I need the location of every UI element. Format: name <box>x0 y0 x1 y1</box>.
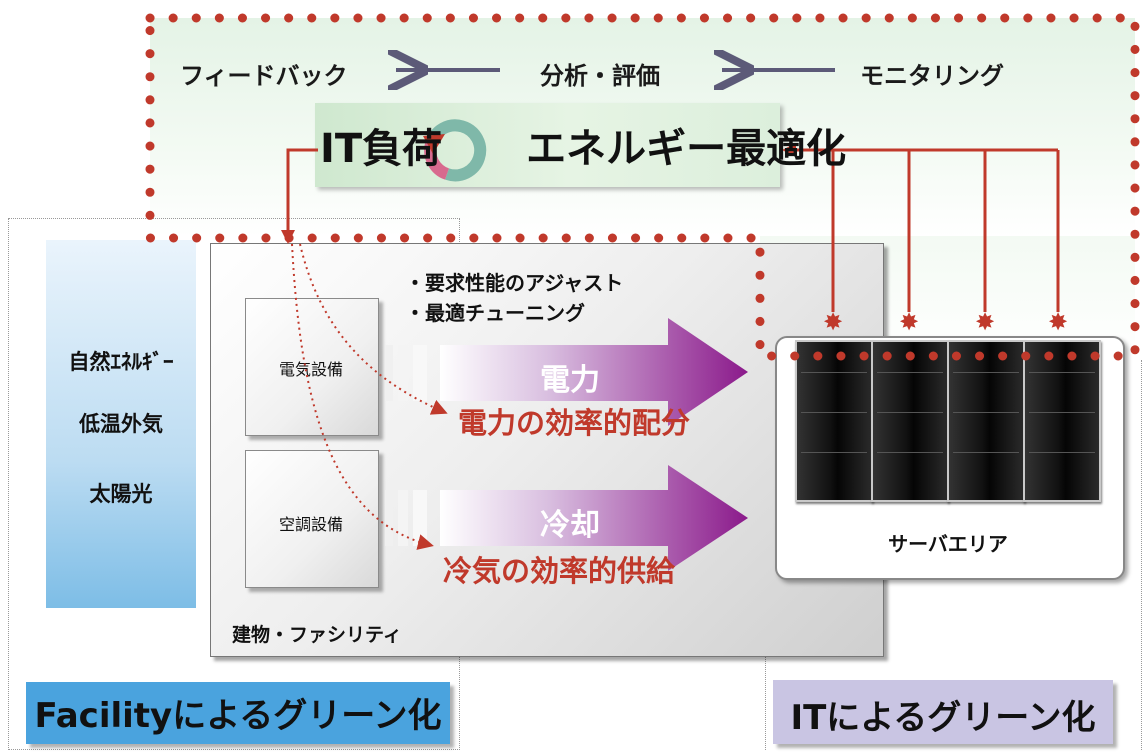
feedback-label: フィードバック <box>180 62 348 90</box>
building-label: 建物・ファシリティ <box>232 624 402 646</box>
sensor-icon: ✸ <box>898 308 920 336</box>
natural-energy-label: 自然ｴﾈﾙｷﾞｰ <box>68 350 174 374</box>
server-rack <box>947 340 1025 502</box>
server-rack <box>795 340 873 502</box>
bus-arrowhead <box>782 143 796 157</box>
cooling-flow-arrow <box>385 465 748 571</box>
adjustment-list: ・要求性能のアジャスト ・最適チューニング <box>405 268 623 328</box>
server-rack <box>1023 340 1101 502</box>
adjust-performance-item: ・要求性能のアジャスト <box>405 271 624 295</box>
optimization-title: IT負荷 エネルギー最適化 <box>320 116 846 174</box>
natural-energy-panel <box>46 240 196 608</box>
monitoring-label: モニタリング <box>860 62 1004 90</box>
sensor-icon: ✸ <box>974 308 996 336</box>
sensor-icon: ✸ <box>1047 308 1069 336</box>
cooling-equipment-label: 空調設備 <box>278 515 343 534</box>
electric-equipment-box <box>245 298 379 436</box>
it-green-label: ITによるグリーン化 <box>790 698 1096 738</box>
power-control-curve <box>299 243 448 415</box>
cycle-arrows-icon <box>423 119 487 182</box>
it-green-banner <box>773 680 1113 744</box>
optimal-tuning-item: ・最適チューニング <box>405 301 585 325</box>
cooling-equipment-box <box>245 450 379 588</box>
cool-air-supply-label: 冷気の効率的供給 <box>443 554 676 588</box>
monitoring-lines <box>792 148 1060 312</box>
it-load-label: IT負荷 <box>320 126 443 172</box>
cold-outside-air-label: 低温外気 <box>79 412 163 436</box>
optimization-box <box>315 103 780 187</box>
feedback-line <box>286 148 318 232</box>
facility-green-label: Facilityによるグリーン化 <box>34 696 442 736</box>
power-flow-label: 電力 <box>540 363 600 398</box>
solar-label: 太陽光 <box>89 482 153 506</box>
facility-green-banner <box>26 682 450 744</box>
electric-equipment-label: 電気設備 <box>278 360 343 379</box>
power-distribution-label: 電力の効率的配分 <box>458 406 691 440</box>
sensor-icon: ✸ <box>822 308 844 336</box>
feedback-zone-boundary <box>145 13 1140 361</box>
analysis-evaluation-label: 分析・評価 <box>540 62 660 90</box>
cooling-control-curve <box>291 243 434 550</box>
server-area-label: サーバエリア <box>888 532 1008 556</box>
power-flow-arrow <box>385 318 748 426</box>
cooling-flow-label: 冷却 <box>540 508 600 543</box>
energy-optimization-label: エネルギー最適化 <box>526 126 847 172</box>
